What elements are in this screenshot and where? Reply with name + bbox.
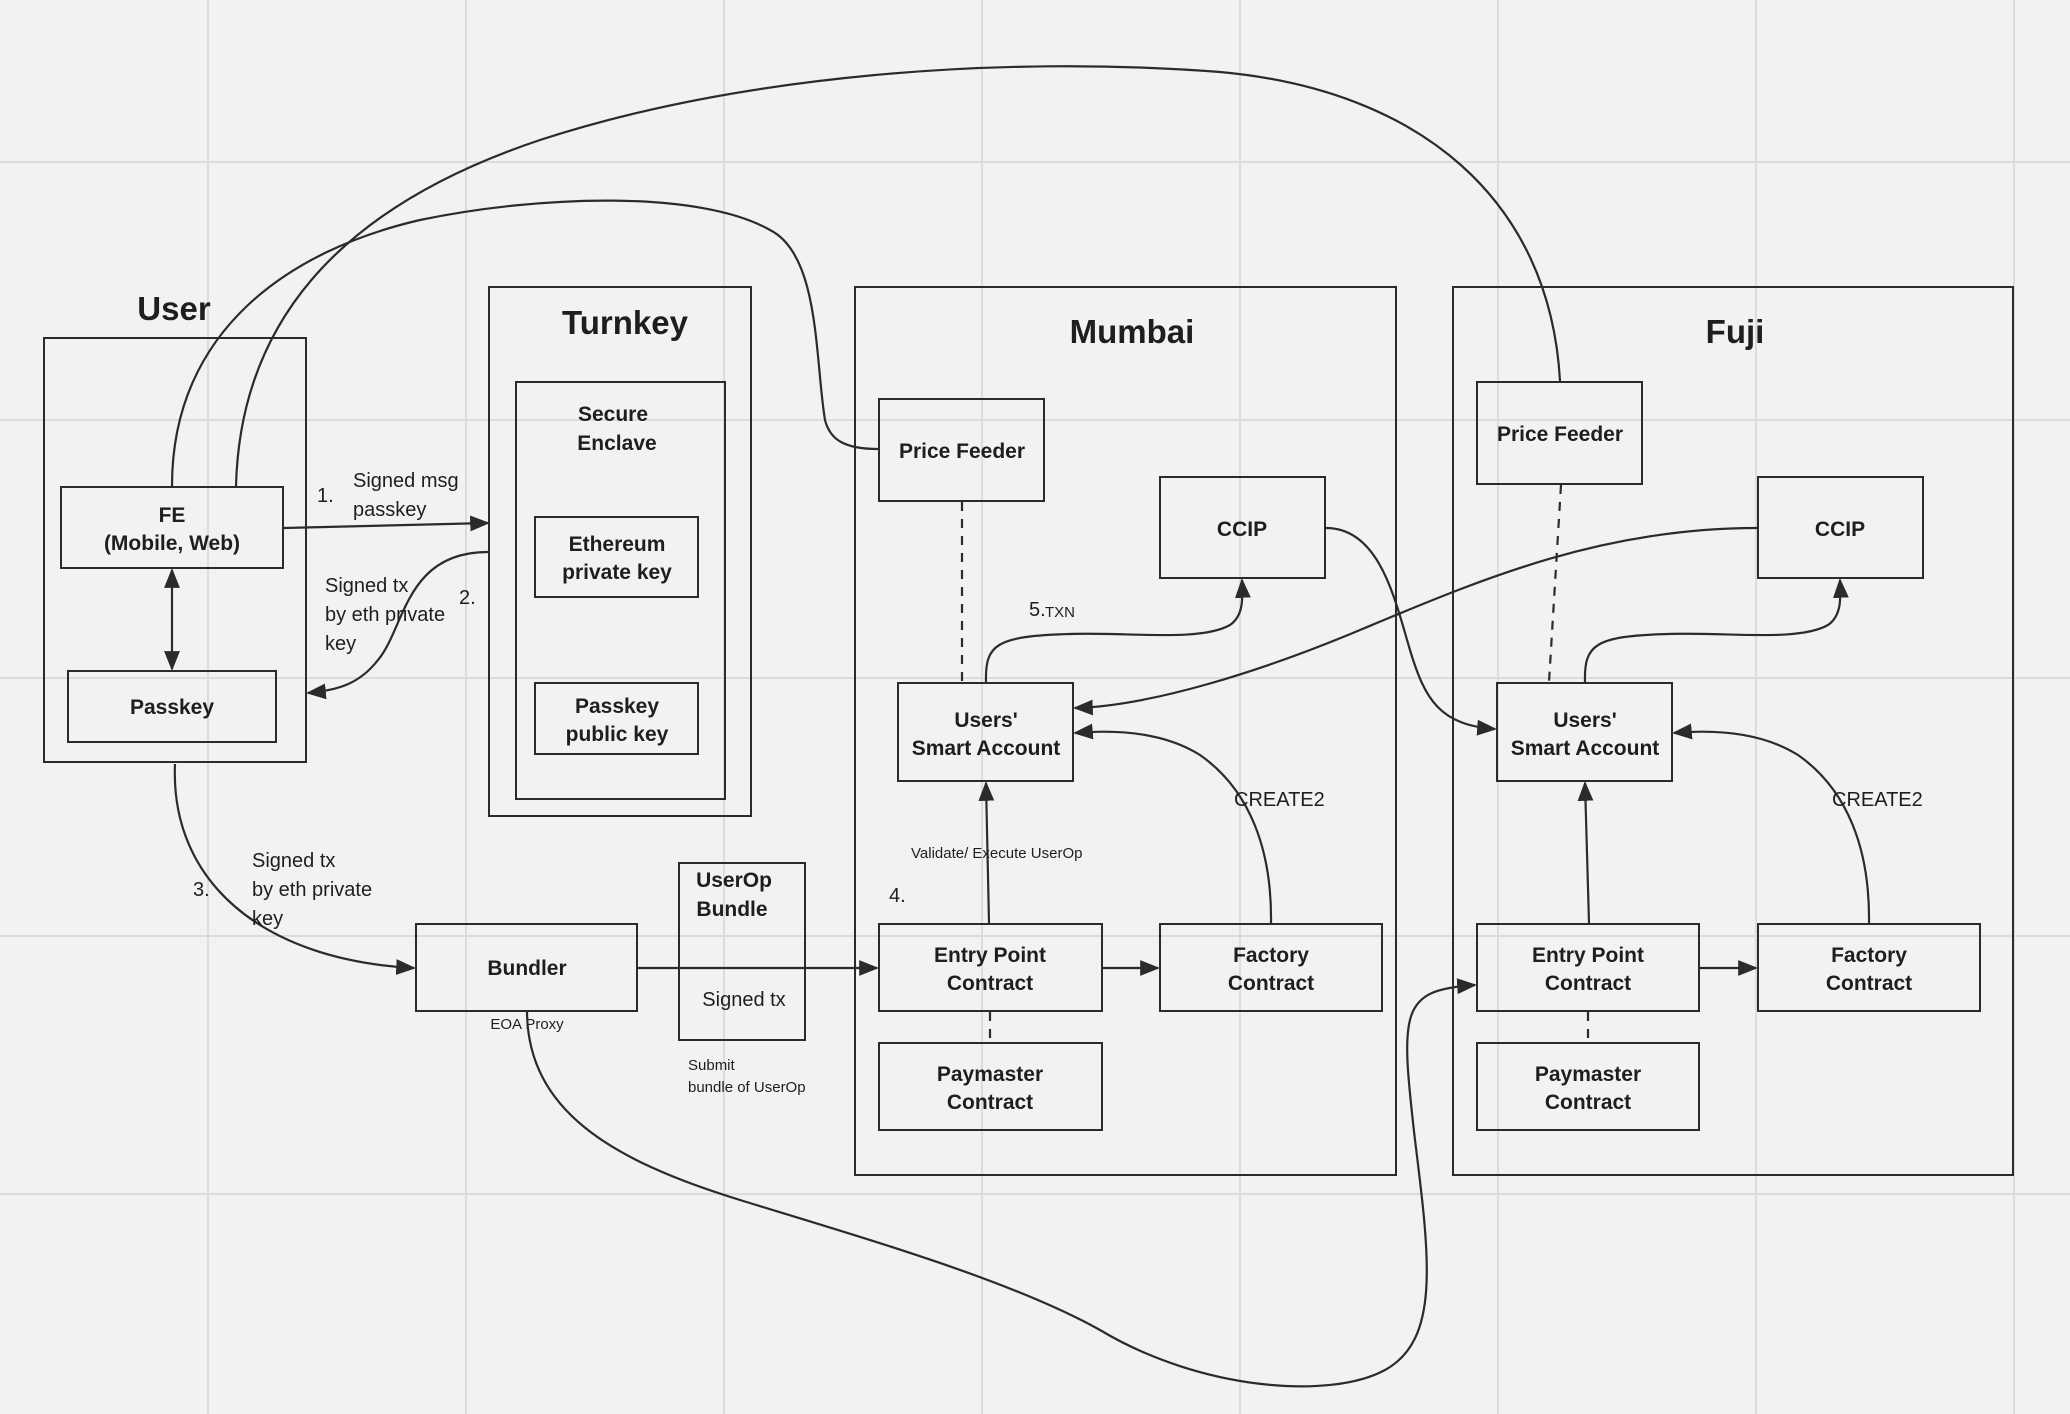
turnkey-region-frame xyxy=(488,286,752,817)
edge-fuji-entrypoint-account xyxy=(1577,781,1594,924)
step-1-text-2: passkey xyxy=(353,499,426,521)
fuji-factory-label-2: Contract xyxy=(1826,972,1912,995)
submit-note-2: bundle of UserOp xyxy=(688,1079,806,1096)
step-2-text-1: Signed tx xyxy=(325,575,408,597)
ethereum-private-key-node[interactable] xyxy=(534,516,699,598)
edge-fuji-factory-account xyxy=(1672,723,1871,924)
fuji-paymaster-label-1: Paymaster xyxy=(1535,1063,1641,1086)
mumbai-factory-label-2: Contract xyxy=(1228,972,1314,995)
mumbai-entry-point-label-2: Contract xyxy=(947,972,1033,995)
step-3-text-2: by eth private xyxy=(252,879,372,901)
passkey-node[interactable] xyxy=(67,670,277,743)
fuji-ccip-label: CCIP xyxy=(1815,518,1865,541)
fuji-price-feeder-label: Price Feeder xyxy=(1497,423,1623,446)
fuji-region-frame xyxy=(1452,286,2014,1176)
passkey-public-key-label-1: Passkey xyxy=(575,695,659,718)
fuji-entry-point-node[interactable] xyxy=(1476,923,1700,1012)
txn-label: TXN xyxy=(1045,604,1075,621)
validate-execute-label: Validate/ Execute UserOp xyxy=(911,845,1082,862)
mumbai-price-feeder-label: Price Feeder xyxy=(899,440,1025,463)
step-2-number: 2. xyxy=(459,587,476,609)
fe-node-label-2: (Mobile, Web) xyxy=(104,532,240,555)
mumbai-paymaster-node[interactable] xyxy=(878,1042,1103,1131)
edge-fuji-pricefeeder-account xyxy=(1547,484,1563,683)
mumbai-region-frame xyxy=(854,286,1397,1176)
userop-bundle-title-2: Bundle xyxy=(696,898,767,921)
mumbai-smart-account-node[interactable] xyxy=(897,682,1074,782)
mumbai-price-feeder-node[interactable] xyxy=(878,398,1045,502)
fuji-factory-node[interactable] xyxy=(1757,923,1981,1012)
fe-node-label-1: FE xyxy=(159,504,186,527)
edge-mumbai-account-ccip xyxy=(984,578,1251,683)
submit-note-1: Submit xyxy=(688,1057,736,1074)
userop-bundle-node[interactable] xyxy=(678,862,806,1041)
secure-enclave-label-1: Secure xyxy=(578,403,648,426)
ethereum-private-key-label-1: Ethereum xyxy=(569,533,666,556)
step-4-number: 4. xyxy=(889,885,906,907)
fuji-paymaster-node[interactable] xyxy=(1476,1042,1700,1131)
fuji-smart-account-node[interactable] xyxy=(1496,682,1673,782)
edge-fe-fuji-pricefeeder xyxy=(234,65,1562,487)
mumbai-region-title: Mumbai xyxy=(1070,313,1195,350)
fuji-factory-label-1: Factory xyxy=(1831,944,1907,967)
step-2-text-2: by eth private xyxy=(325,604,445,626)
user-region-title: User xyxy=(137,290,211,327)
step-1-text-1: Signed msg xyxy=(353,470,459,492)
edge-mumbai-entrypoint-account xyxy=(978,781,995,924)
fuji-ccip-node[interactable] xyxy=(1757,476,1924,579)
fuji-paymaster-label-2: Contract xyxy=(1545,1091,1631,1114)
mumbai-paymaster-label-1: Paymaster xyxy=(937,1063,1043,1086)
edge-fe-turnkey xyxy=(283,515,490,532)
edge-passkey-bundler xyxy=(173,763,416,975)
mumbai-ccip-node[interactable] xyxy=(1159,476,1326,579)
mumbai-create2-label: CREATE2 xyxy=(1234,789,1325,811)
edge-turnkey-passkey xyxy=(306,550,489,700)
mumbai-entry-point-label-1: Entry Point xyxy=(934,944,1046,967)
fuji-entry-point-label-1: Entry Point xyxy=(1532,944,1644,967)
edge-bundler-fuji-entrypoint xyxy=(525,978,1477,1388)
step-3-text-3: key xyxy=(252,908,283,930)
turnkey-region-title: Turnkey xyxy=(562,304,689,341)
fuji-price-feeder-node[interactable] xyxy=(1476,381,1643,485)
edge-fuji-account-ccip xyxy=(1583,578,1849,683)
mumbai-smart-account-label-1: Users' xyxy=(954,709,1017,732)
mumbai-smart-account-label-2: Smart Account xyxy=(912,737,1061,760)
passkey-public-key-label-2: public key xyxy=(566,723,669,746)
mumbai-entry-point-node[interactable] xyxy=(878,923,1103,1012)
fuji-region-title: Fuji xyxy=(1706,313,1765,350)
edge-mumbai-ccip-fuji-account xyxy=(1325,526,1497,736)
step-1-number: 1. xyxy=(317,485,334,507)
userop-bundle-content: Signed tx xyxy=(702,989,785,1011)
passkey-public-key-node[interactable] xyxy=(534,682,699,755)
step-3-number: 3. xyxy=(193,879,210,901)
edge-mumbai-factory-account xyxy=(1073,723,1273,924)
fuji-smart-account-label-1: Users' xyxy=(1553,709,1616,732)
mumbai-factory-node[interactable] xyxy=(1159,923,1383,1012)
step-2-text-3: key xyxy=(325,633,356,655)
userop-bundle-title-1: UserOp xyxy=(696,869,772,892)
secure-enclave-label-2: Enclave xyxy=(577,432,656,455)
mumbai-factory-label-1: Factory xyxy=(1233,944,1309,967)
mumbai-paymaster-label-2: Contract xyxy=(947,1091,1033,1114)
edge-fe-mumbai-pricefeeder xyxy=(170,199,879,487)
step-5-number: 5. xyxy=(1029,599,1046,621)
mumbai-ccip-label: CCIP xyxy=(1217,518,1267,541)
ethereum-private-key-label-2: private key xyxy=(562,561,672,584)
fuji-entry-point-label-2: Contract xyxy=(1545,972,1631,995)
fe-node[interactable] xyxy=(60,486,284,569)
bundler-node-label: Bundler xyxy=(487,957,566,980)
fuji-create2-label: CREATE2 xyxy=(1832,789,1923,811)
step-3-text-1: Signed tx xyxy=(252,850,335,872)
bundler-node[interactable] xyxy=(415,923,638,1012)
user-region-frame xyxy=(43,337,307,763)
edge-fuji-ccip-mumbai-account xyxy=(1073,526,1758,716)
secure-enclave-box xyxy=(515,381,726,800)
fuji-smart-account-label-2: Smart Account xyxy=(1511,737,1660,760)
passkey-node-label: Passkey xyxy=(130,696,214,719)
